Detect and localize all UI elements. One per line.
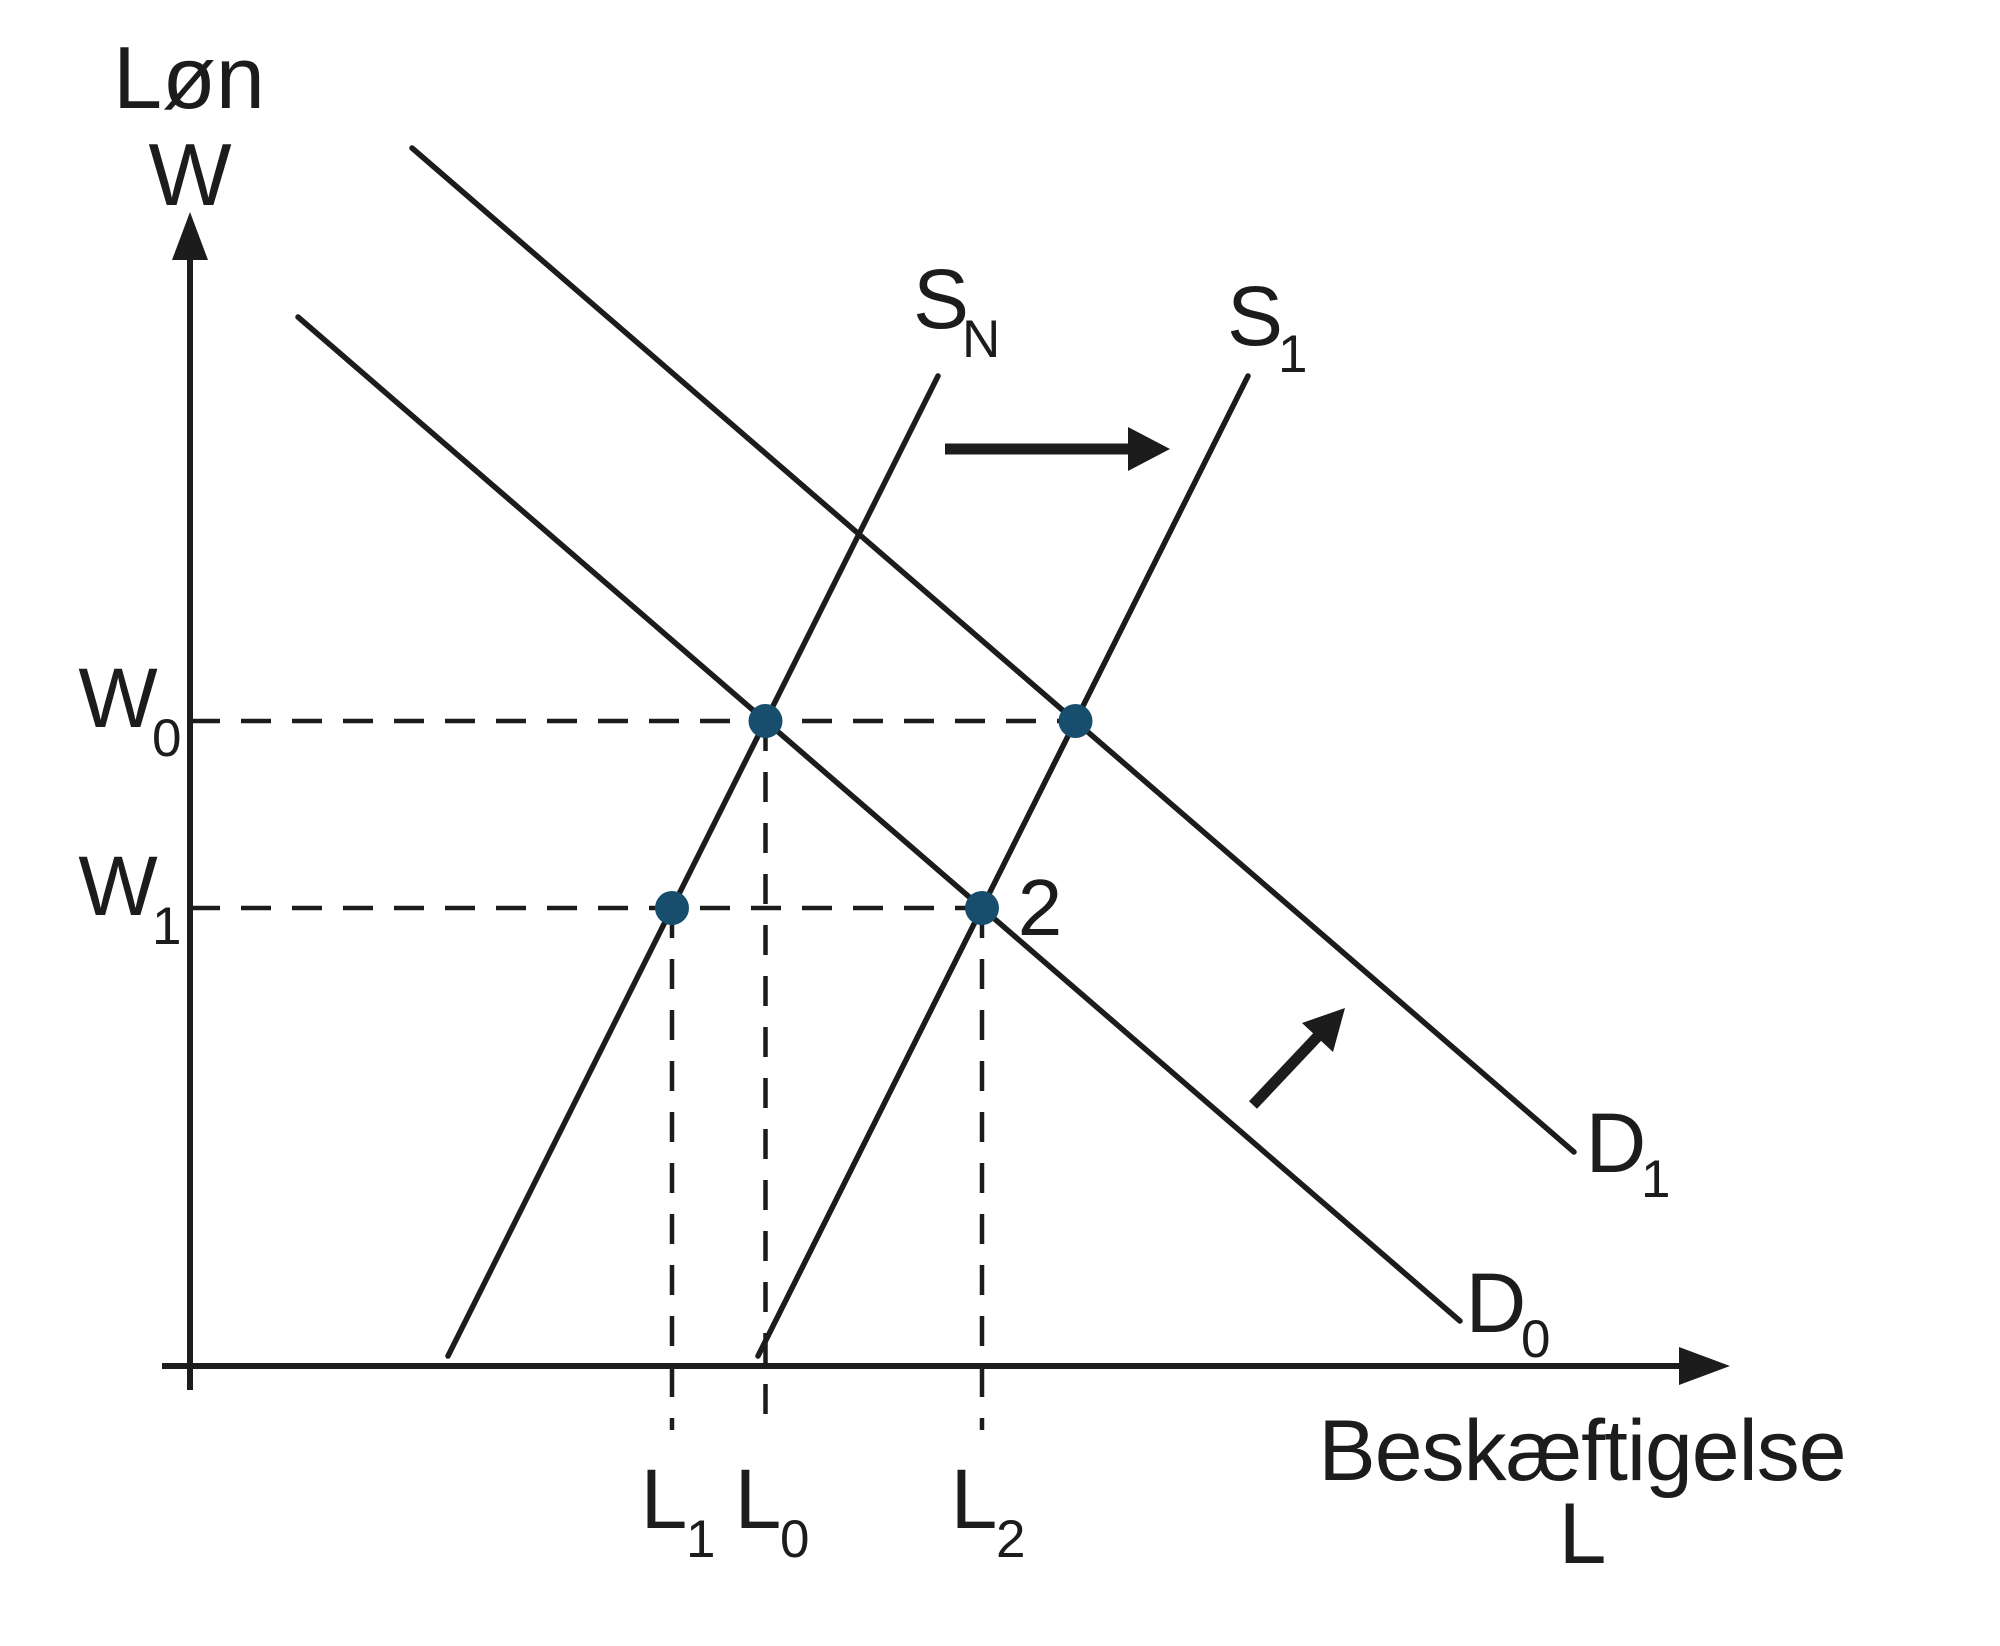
supply-curve-sn bbox=[445, 373, 941, 1359]
demand-curves bbox=[295, 145, 1577, 1324]
guide-lines bbox=[190, 718, 1076, 1430]
w1-tick-subscript: 1 bbox=[152, 897, 181, 956]
l0-tick-label: L bbox=[735, 1452, 782, 1546]
supply-curve-sn-label: S bbox=[913, 252, 969, 346]
point-two bbox=[965, 891, 999, 925]
employment-tick-labels: L 1 L 0 L 2 bbox=[641, 1452, 1026, 1569]
demand-shift-arrowhead-icon bbox=[1302, 1008, 1345, 1052]
equilibrium-points: 2 bbox=[655, 704, 1093, 952]
l2-tick-subscript: 2 bbox=[996, 1510, 1025, 1569]
supply-curve-s1-subscript: 1 bbox=[1278, 325, 1307, 384]
x-axis-arrowhead-icon bbox=[1679, 1347, 1730, 1385]
curve-labels: S N S 1 D 0 D 1 bbox=[913, 252, 1671, 1369]
demand-curve-d1-subscript: 1 bbox=[1641, 1150, 1670, 1209]
w1-tick-label: W bbox=[78, 839, 157, 933]
axis-titles: Løn W Beskæftigelse L bbox=[113, 28, 1846, 1582]
y-axis-arrowhead-icon bbox=[172, 212, 208, 260]
supply-curve-s1 bbox=[755, 373, 1251, 1359]
point-two-label: 2 bbox=[1018, 863, 1063, 952]
w0-tick-subscript: 0 bbox=[152, 709, 181, 768]
demand-curve-d0-label: D bbox=[1466, 1256, 1527, 1350]
l1-tick-label: L bbox=[641, 1452, 688, 1546]
demand-curve-d0-subscript: 0 bbox=[1521, 1310, 1550, 1369]
shift-arrows bbox=[945, 427, 1345, 1109]
y-axis-title: Løn bbox=[113, 28, 265, 127]
x-axis-symbol: L bbox=[1559, 1486, 1606, 1582]
demand-curve-d1 bbox=[409, 145, 1577, 1155]
supply-curves bbox=[445, 373, 1251, 1359]
point-eq-new bbox=[1058, 704, 1093, 738]
demand-curve-d0 bbox=[295, 314, 1463, 1324]
supply-shift-arrowhead-icon bbox=[1128, 427, 1170, 471]
axes bbox=[162, 212, 1730, 1390]
l2-tick-label: L bbox=[951, 1452, 998, 1546]
l0-tick-subscript: 0 bbox=[780, 1510, 809, 1569]
w0-tick-label: W bbox=[78, 651, 157, 745]
y-axis-symbol: W bbox=[148, 125, 231, 224]
point-eq-initial bbox=[748, 704, 783, 738]
wage-tick-labels: W 0 W 1 bbox=[78, 651, 181, 956]
point-supply-at-w1 bbox=[655, 891, 689, 925]
l1-tick-subscript: 1 bbox=[686, 1510, 715, 1569]
demand-curve-d1-label: D bbox=[1586, 1096, 1647, 1190]
supply-curve-sn-subscript: N bbox=[962, 310, 1000, 369]
x-axis-title: Beskæftigelse bbox=[1318, 1403, 1845, 1499]
supply-curve-s1-label: S bbox=[1227, 269, 1283, 363]
demand-shift-arrow-shaft bbox=[1248, 1030, 1325, 1109]
